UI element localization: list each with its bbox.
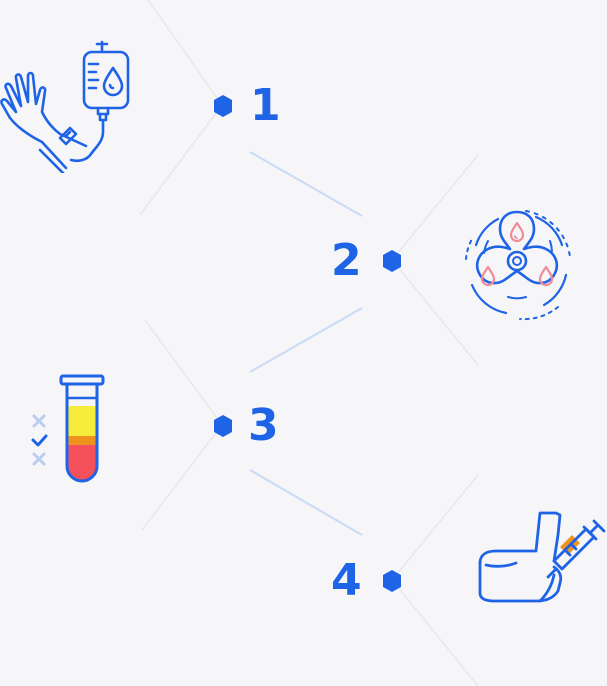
step-number-2: 2 (331, 235, 362, 286)
check-mark-icon (31, 434, 48, 447)
guide-line (141, 424, 223, 531)
connector-1-2 (249, 151, 363, 217)
step-number-4: 4 (331, 555, 362, 606)
centrifuge-icon (465, 210, 571, 321)
test-tube-checklist-icon (31, 374, 105, 483)
step-number-1: 1 (250, 80, 281, 131)
step-dot-3 (214, 415, 232, 437)
iv-drip-arm-icon (0, 40, 130, 173)
guide-line (144, 319, 223, 426)
syringe-injection-elbow-icon (478, 511, 606, 603)
step-dot-2 (383, 250, 401, 272)
step-dot-4 (383, 570, 401, 592)
guide-line (147, 0, 223, 106)
cross-mark-icon (32, 452, 46, 466)
guide-line (391, 579, 479, 686)
guide-line (391, 474, 479, 581)
connector-3-4 (249, 469, 363, 536)
step-dot-1 (214, 95, 232, 117)
step-number-3: 3 (248, 400, 279, 451)
guide-line (391, 259, 479, 366)
guide-line (139, 104, 223, 216)
cross-mark-icon (32, 414, 46, 428)
guide-line (391, 154, 479, 261)
connector-2-3 (249, 307, 363, 373)
